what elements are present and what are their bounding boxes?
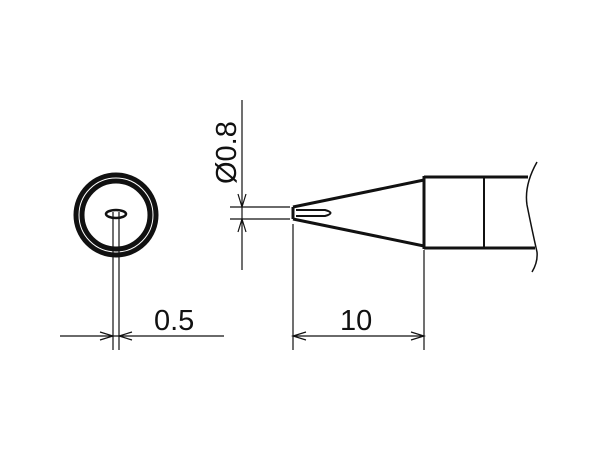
inner-ring xyxy=(79,178,153,252)
end-view xyxy=(60,172,224,350)
arrow-down-icon xyxy=(237,193,247,210)
arrow-left-icon xyxy=(290,331,307,341)
slot-width-label: 0.5 xyxy=(154,305,194,337)
taper-top xyxy=(292,178,425,209)
arrow-left-icon xyxy=(116,331,133,341)
taper-length-label: 10 xyxy=(340,305,372,337)
arrow-right-icon xyxy=(99,331,116,341)
diameter-label: Ø0.8 xyxy=(211,121,243,184)
slot-ellipse xyxy=(104,208,128,220)
outer-ring xyxy=(73,172,159,258)
break-line xyxy=(525,161,538,273)
taper-bottom xyxy=(292,217,425,248)
arrow-right-icon xyxy=(410,331,427,341)
side-view xyxy=(230,100,538,350)
arrow-up-icon xyxy=(237,216,247,233)
tip-slot xyxy=(296,209,332,217)
